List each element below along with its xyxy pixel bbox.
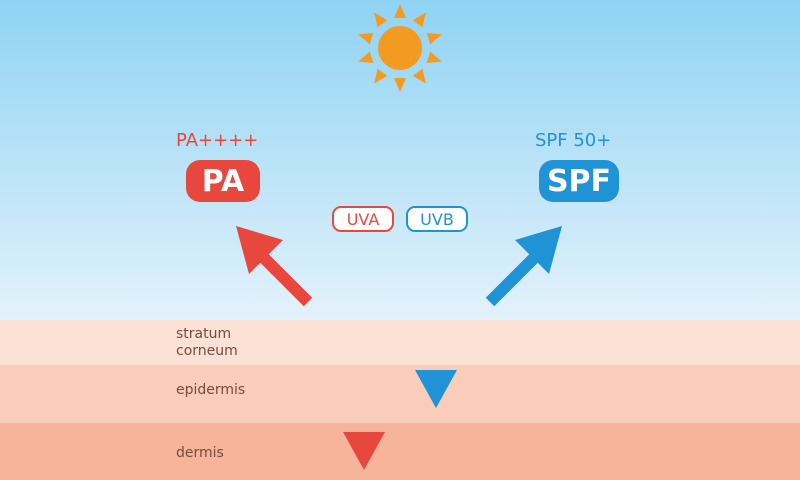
uva-reflected-arrow	[236, 110, 314, 307]
spf-rating-label: SPF 50+	[535, 130, 612, 151]
stratum-corneum-layer	[0, 320, 800, 365]
epidermis-layer	[0, 365, 800, 423]
uva-penetrating-arrow	[343, 110, 385, 470]
uvb-tag: UVB	[406, 206, 468, 232]
pa-rating-label: PA++++	[176, 130, 259, 151]
stratum-corneum-label: stratum corneum	[176, 326, 238, 359]
uvb-penetrating-arrow	[415, 110, 457, 408]
epidermis-label: epidermis	[176, 382, 246, 398]
uva-tag: UVA	[332, 206, 394, 232]
spf-badge: SPF	[539, 160, 619, 202]
dermis-label: dermis	[176, 445, 224, 461]
pa-badge: PA	[186, 160, 260, 202]
dermis-layer	[0, 423, 800, 480]
sun-icon	[358, 4, 442, 92]
uvb-reflected-arrow	[484, 110, 562, 307]
